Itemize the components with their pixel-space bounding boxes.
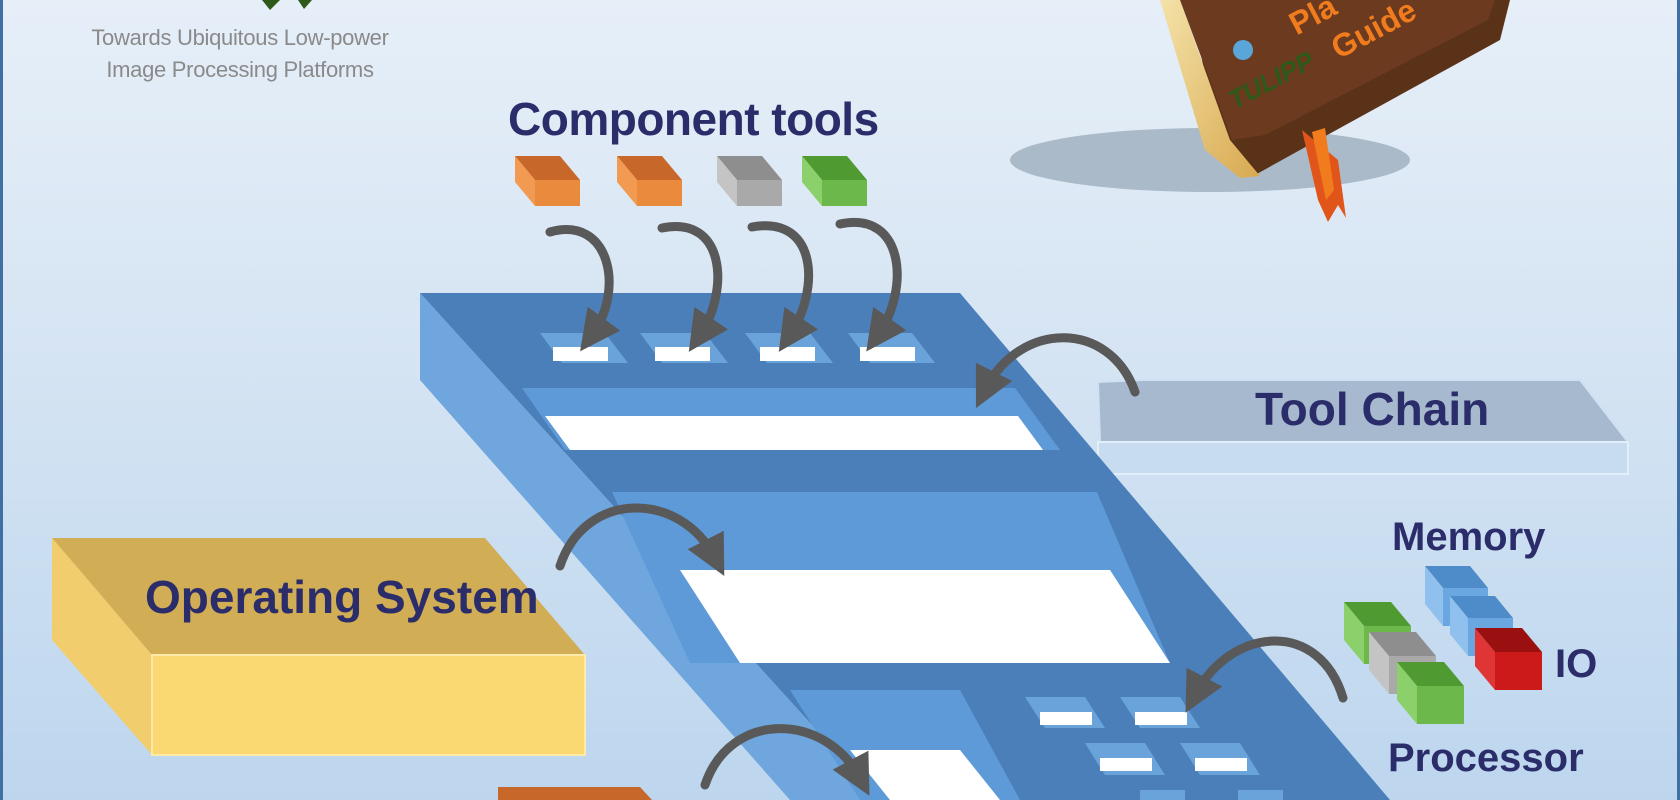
tool-chain-box [1096,379,1631,475]
tagline-line-2: Image Processing Platforms [106,57,374,82]
logo-icon [262,0,312,10]
component-block-gray [717,156,782,206]
io-label: IO [1555,642,1598,686]
component-tools-label: Component tools [508,93,879,145]
curved-arrow-icon [700,724,870,796]
curved-arrow-icon [747,221,819,352]
tagline-line-1: Towards Ubiquitous Low-power [91,25,389,50]
io-block-red [1475,628,1542,690]
operating-system-box [52,538,586,756]
component-block-orange-2 [617,156,682,206]
processor-label: Processor [1388,736,1584,780]
component-block-orange-1 [515,156,580,206]
curved-arrow-icon [657,222,729,352]
curved-arrow-icon [545,225,621,352]
curved-arrow-icon [975,333,1140,409]
curved-arrow-icon [555,503,725,576]
tagline: Towards Ubiquitous Low-power Image Proce… [60,22,420,86]
tool-chain-label: Tool Chain [1255,383,1490,435]
component-block-green [802,156,867,206]
operating-system-label: Operating System [145,571,539,623]
processor-block-green-2 [1397,662,1464,724]
memory-label: Memory [1392,515,1546,559]
curved-arrow-icon [835,217,907,352]
component-block-orange-bottom [498,787,652,800]
platform-guide-book-icon [1010,0,1510,222]
curved-arrow-icon [1185,636,1348,713]
platform-board [420,293,1390,800]
